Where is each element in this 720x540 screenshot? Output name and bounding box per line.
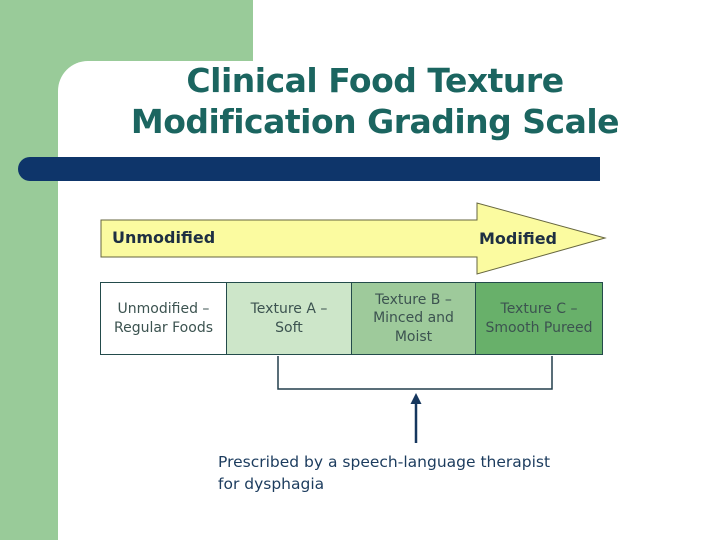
direction-arrow-shape	[100, 202, 607, 275]
scale-box-texture-b: Texture B – Minced and Moist	[351, 282, 476, 355]
caption-text: Prescribed by a speech-language therapis…	[218, 453, 551, 493]
up-arrow-head-icon	[410, 393, 422, 404]
accent-bar	[18, 157, 600, 181]
scale-box-unmodified: Unmodified – Regular Foods	[100, 282, 227, 355]
banner-label-unmodified: Unmodified	[112, 228, 216, 247]
slide-title-line2: Modification Grading Scale	[130, 102, 620, 141]
banner-label-modified: Modified	[478, 229, 557, 248]
grouping-bracket	[277, 356, 553, 390]
green-sidebar	[0, 0, 58, 540]
scale-box-texture-a: Texture A – Soft	[226, 282, 352, 355]
scale-box-texture-c: Texture C – Smooth Pureed	[475, 282, 603, 355]
scale-boxes-row: Unmodified – Regular Foods Texture A – S…	[100, 282, 603, 355]
slide-title: Clinical Food Texture Modification Gradi…	[60, 60, 690, 142]
slide-title-line1: Clinical Food Texture	[186, 61, 564, 100]
